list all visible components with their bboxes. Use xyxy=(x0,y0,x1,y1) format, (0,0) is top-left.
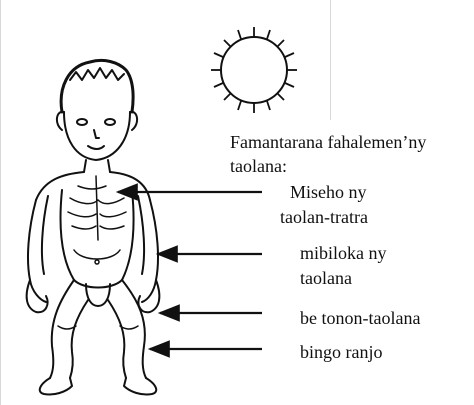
label-bowed-bones-line-1: mibiloka ny xyxy=(300,242,387,264)
diagram-title-line-2: taolana: xyxy=(230,155,287,177)
label-bowed-bones-line-2: taolana xyxy=(300,267,352,289)
label-legs: bingo ranjo xyxy=(300,341,383,363)
sun-icon xyxy=(211,27,297,113)
diagram-title-line-1: Famantarana fahalemen’ny xyxy=(230,131,426,153)
label-ribs-line-1: Miseho ny xyxy=(290,181,367,203)
label-joints: be tonon-taolana xyxy=(300,307,420,329)
child-figure-icon xyxy=(27,60,160,394)
label-ribs-line-2: taolan-tratra xyxy=(280,206,368,228)
